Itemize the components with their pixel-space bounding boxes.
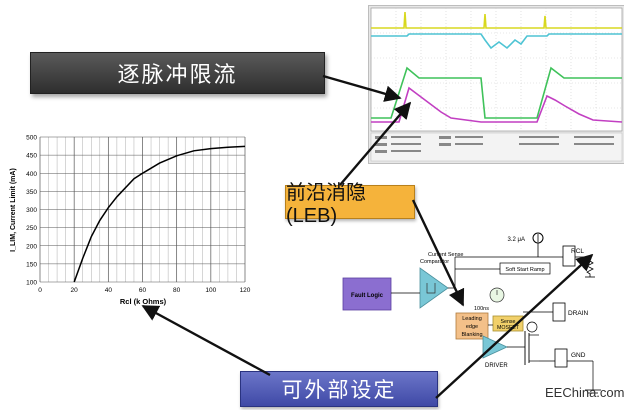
x-tick-label: 120	[240, 287, 251, 294]
y-tick-label: 200	[26, 243, 37, 250]
delay-label: 100ns	[474, 306, 489, 312]
y-tick-label: 250	[26, 225, 37, 232]
leb-line-3: Blanking	[461, 332, 482, 338]
x-tick-label: 60	[139, 287, 147, 294]
soft-start-label: Soft Start Ramp	[505, 267, 544, 273]
y-tick-label: 300	[26, 207, 37, 214]
oscilloscope-screenshot	[368, 5, 624, 164]
leb-line-1: Leading	[462, 316, 482, 322]
gnd-pin	[554, 348, 568, 368]
driver-label: DRIVER	[485, 363, 508, 369]
x-tick-label: 20	[71, 287, 79, 294]
current-limit-label: 逐脉冲限流	[30, 52, 325, 94]
leb-line-2: edge	[466, 324, 478, 330]
y-tick-label: 350	[26, 189, 37, 196]
drain-label: DRAIN	[568, 310, 589, 317]
x-tick-label: 80	[173, 287, 181, 294]
chart-grid	[39, 136, 246, 283]
x-axis-label: Rcl (k Ohms)	[120, 297, 167, 306]
y-tick-label: 450	[26, 153, 37, 160]
current-limit-curve	[73, 145, 246, 283]
oscilloscope-svg	[370, 7, 623, 162]
y-tick-label: 500	[26, 135, 37, 142]
y-tick-label: 100	[26, 280, 37, 287]
y-axis-label: I_LIM, Current Limit (mA)	[10, 168, 17, 252]
chart-y-ticks: 100 150 200 250 300 350 400 450 500	[26, 135, 37, 287]
external-set-label: 可外部设定	[240, 371, 438, 407]
leb-label: 前沿消隐(LEB)	[285, 182, 415, 227]
drain-pin	[552, 302, 566, 322]
x-tick-label: 40	[105, 287, 113, 294]
driver-symbol	[482, 335, 508, 359]
rcl-label: RCL	[571, 248, 584, 255]
y-tick-label: 150	[26, 261, 37, 268]
x-tick-label: 100	[205, 287, 216, 294]
fault-logic-block	[342, 277, 392, 311]
current-sense-label: Current Sense	[428, 252, 463, 258]
gnd-label: GND	[571, 352, 586, 359]
x-tick-label: 0	[38, 287, 42, 294]
fault-logic-label: Fault Logic	[351, 293, 384, 299]
comparator-symbol	[419, 267, 449, 309]
comparator-label: Comparator	[420, 259, 449, 265]
arrow-to-chart	[141, 304, 271, 377]
watermark: EEChina.com	[545, 385, 624, 400]
rcl-resistor	[586, 257, 594, 277]
chart-x-ticks: 0 20 40 60 80 100 120	[38, 287, 251, 294]
current-limit-chart: 100 150 200 250 300 350 400 450 500 0 20 40 60 80 100…	[10, 135, 251, 307]
y-tick-label: 400	[26, 171, 37, 178]
current-source-label: 3.2 μA	[508, 237, 525, 243]
sense-mosfet-line-2: MOSFET	[497, 325, 520, 331]
